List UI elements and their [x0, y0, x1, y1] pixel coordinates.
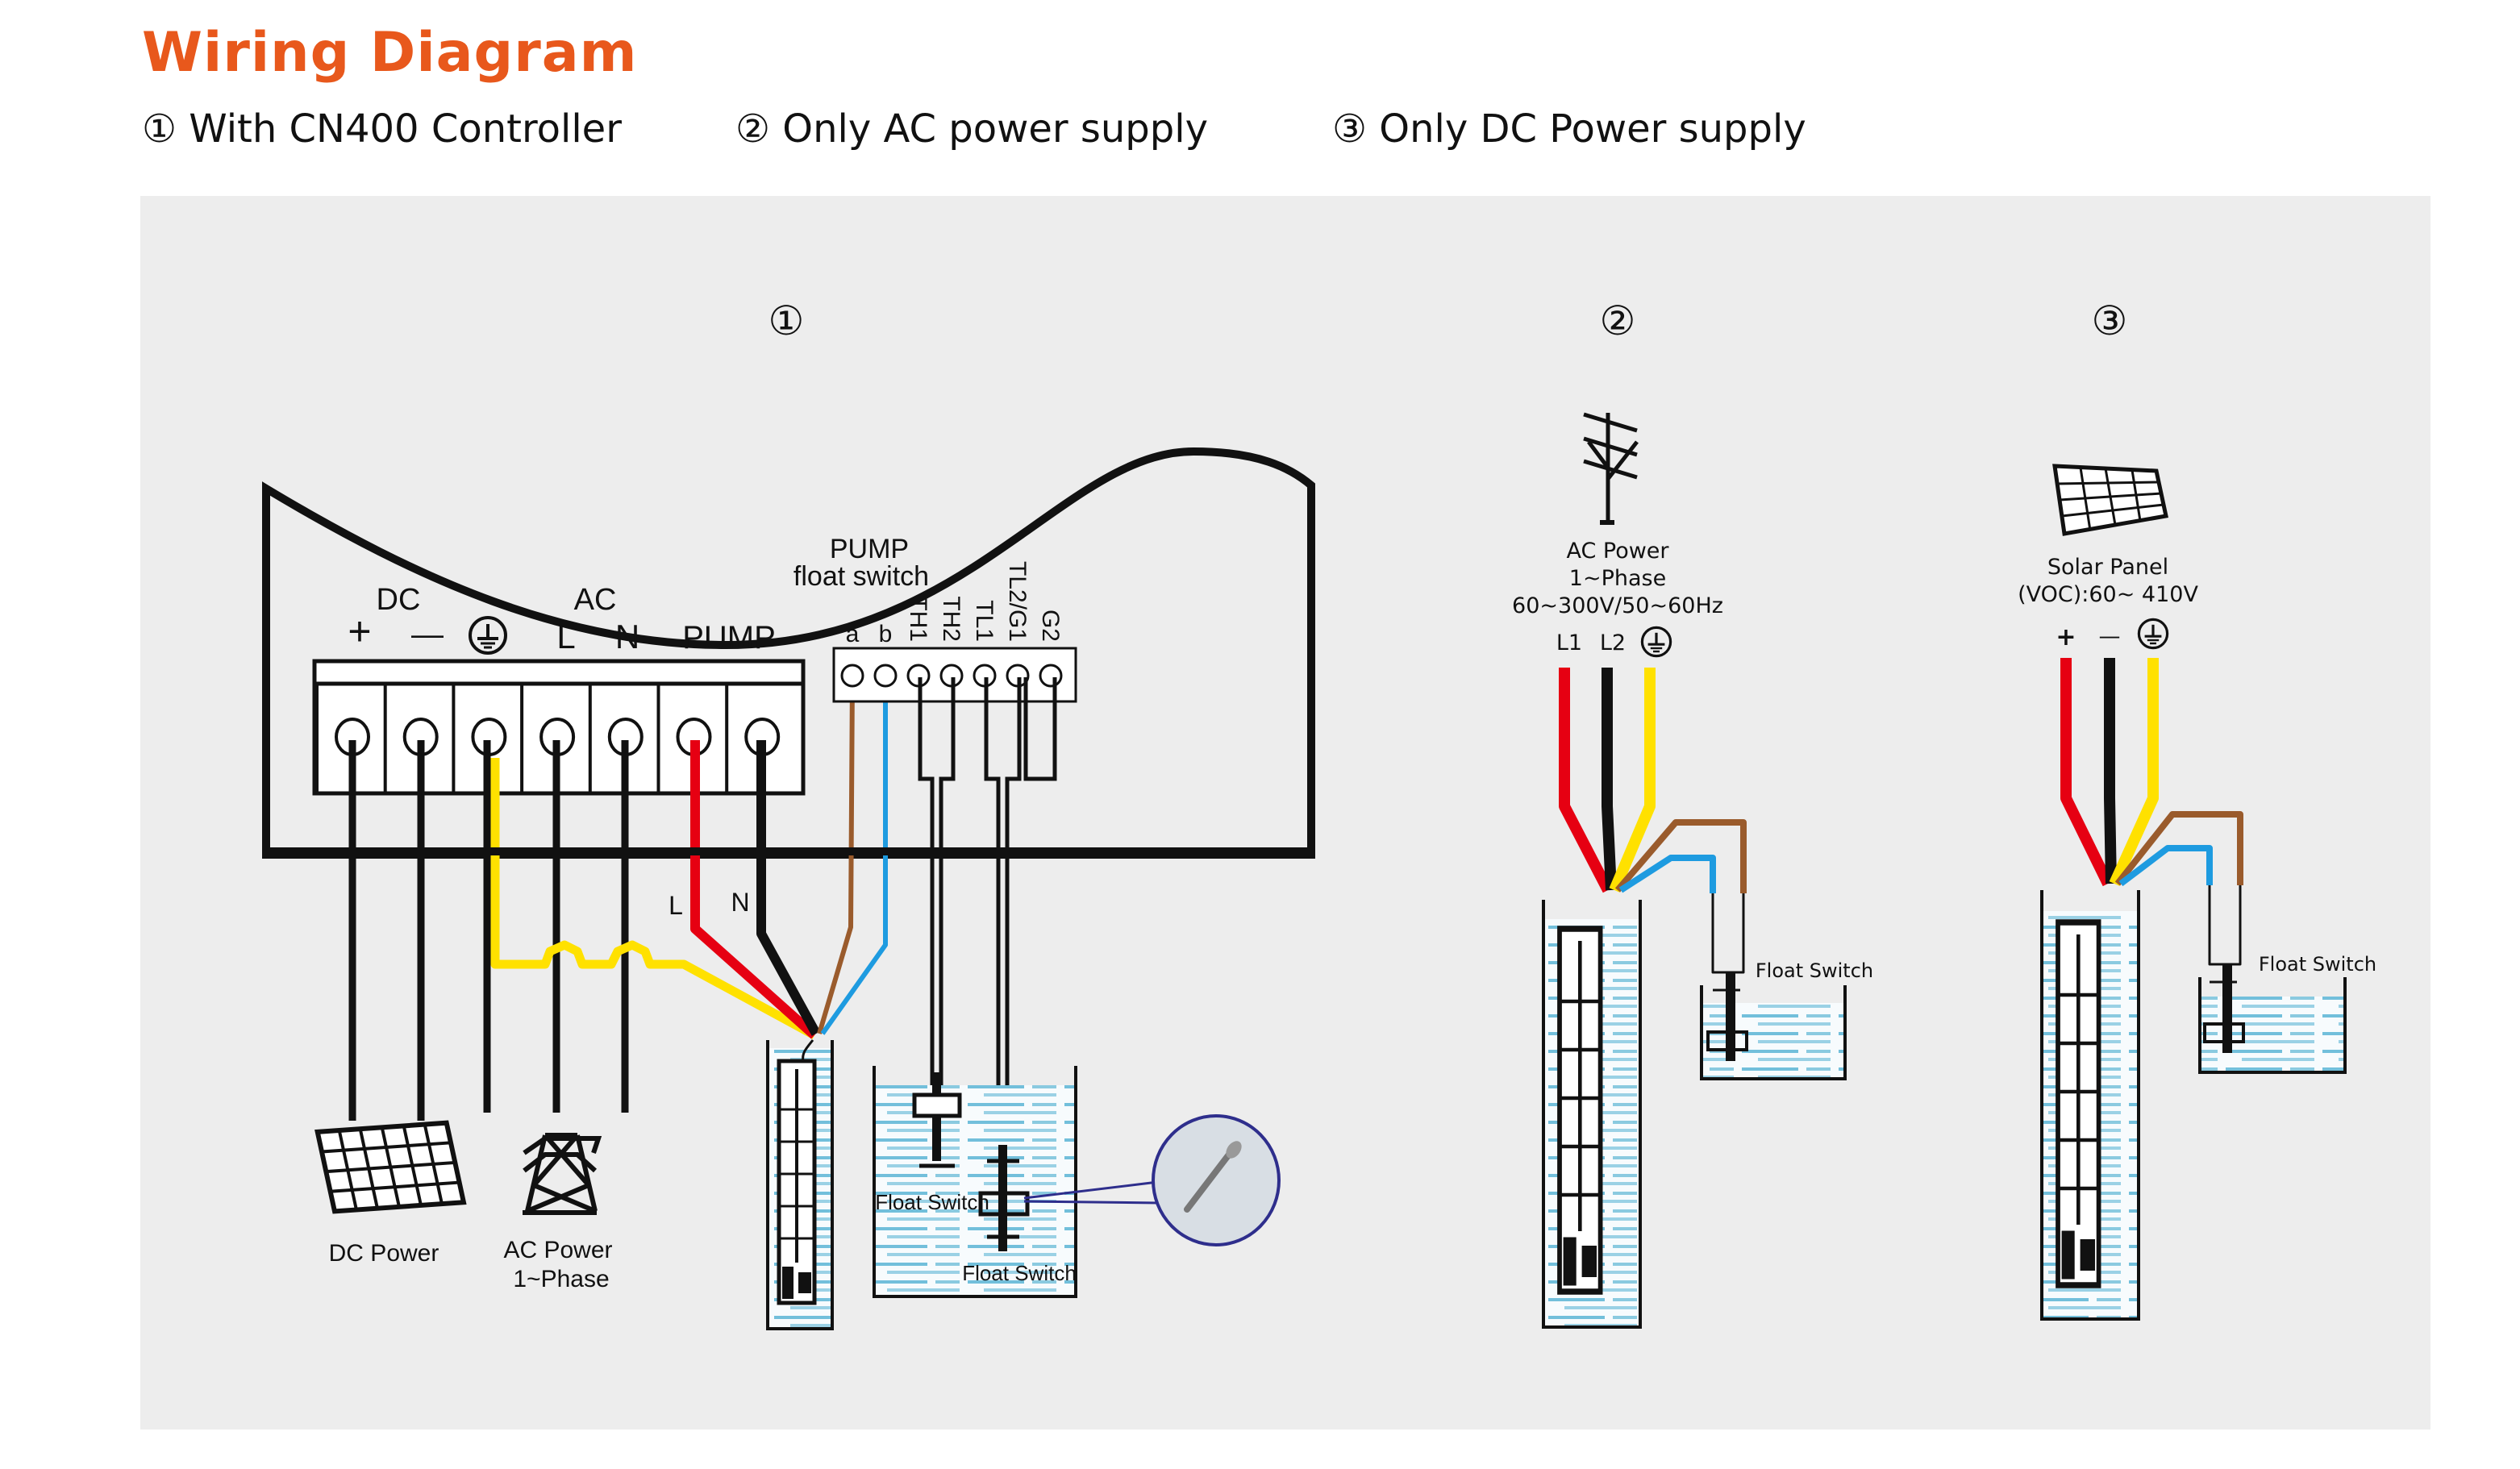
- solar-panel-icon-3: [2052, 464, 2168, 536]
- ac-power-label: AC Power: [503, 1237, 612, 1263]
- ac-label: AC: [574, 583, 617, 617]
- main-terminals: [315, 684, 781, 793]
- float-switch-upper-label: Float Switch: [875, 1190, 989, 1214]
- float-terminal-label: TL2/G1: [1004, 561, 1031, 642]
- utility-pole-icon: [1583, 412, 1639, 525]
- option-with-controller: ① With CN400 Controller: [142, 106, 622, 152]
- terminal-l2-label: L2: [1600, 630, 1626, 655]
- diagram-2-marker: ②: [1600, 298, 1636, 344]
- wire-yellow-ground-3: [2109, 658, 2159, 886]
- float-switch-lower-label: Float Switch: [962, 1261, 1077, 1285]
- wire-brown-2: [1614, 819, 1747, 893]
- terminal-plus-label: +: [2056, 623, 2076, 651]
- dc-plus-label: +: [348, 609, 371, 654]
- diagram-3-marker: ③: [2092, 298, 2128, 344]
- float-tank-1: [873, 1066, 1077, 1298]
- ac-phase: 1~Phase: [1569, 566, 1666, 591]
- float-switch-callout: [1023, 1114, 1281, 1246]
- diagram-1-marker: ①: [768, 298, 805, 344]
- wire-yellow-ground-2: [1609, 668, 1656, 893]
- ac-n-label: N: [615, 618, 639, 655]
- wire-th1: [918, 677, 935, 1097]
- option-ac-only: ② Only AC power supply: [735, 106, 1208, 152]
- power-tower-icon: [523, 1133, 602, 1215]
- ac-power-title: AC Power: [1566, 539, 1669, 564]
- well-1: [766, 1039, 834, 1330]
- wire-black-l2: [1602, 668, 1617, 891]
- option-dc-only: ③ Only DC Power supply: [1332, 106, 1806, 152]
- wire-red-plus: [2060, 658, 2114, 887]
- solar-panel-icon: [314, 1120, 467, 1214]
- float-terminal-label: G2: [1037, 610, 1064, 642]
- float-switch-label-2: Float Switch: [1756, 959, 1873, 982]
- float-terminal-label: TL1: [971, 600, 998, 642]
- page-title: Wiring Diagram: [142, 21, 638, 85]
- wire-black-minus: [2104, 658, 2117, 884]
- float-terminal-label: TH2: [938, 596, 964, 642]
- pump-icon: [779, 1061, 814, 1303]
- ac-voltage-range: 60~300V/50~60Hz: [1512, 593, 1723, 618]
- wire-brown-3: [2114, 811, 2243, 886]
- wire-l-label: L: [669, 891, 683, 920]
- wire-n-label: N: [731, 888, 749, 917]
- float-terminal-screw: [1039, 664, 1063, 688]
- ground-icon: [469, 616, 507, 655]
- terminal-minus-label: —: [2099, 624, 2121, 649]
- pump-icon-3: [2058, 922, 2099, 1285]
- float-terminal-label: b: [879, 621, 893, 647]
- diagram-3: ③ Solar Panel (VOC):60~ 410V + —: [2018, 298, 2376, 1321]
- wire-g2: [1023, 677, 1057, 781]
- wire-red-l: [690, 740, 818, 1039]
- wire-blue-b: [820, 677, 888, 1035]
- float-terminal-label: a: [846, 621, 860, 647]
- wire-brown-a: [817, 676, 855, 1034]
- terminal-l1-label: L1: [1556, 630, 1582, 655]
- ac-phase-label: 1~Phase: [513, 1266, 609, 1292]
- float-header-pump: PUMP: [830, 534, 909, 564]
- float-terminal-label: TH1: [905, 596, 931, 642]
- wire-th2: [939, 677, 956, 1097]
- float-terminal-screw: [840, 664, 864, 688]
- wire-blue-2: [1618, 855, 1716, 893]
- solar-voc-range: (VOC):60~ 410V: [2018, 582, 2198, 607]
- diagram-2: ② AC Power 1~Phase 60~300V/50~60Hz L1 L2: [1512, 298, 1873, 1329]
- float-tank-3: [2198, 964, 2347, 1074]
- ground-icon-2: [1640, 626, 1672, 658]
- diagram-1: ① DC AC + — L N PUMP: [262, 298, 1315, 1330]
- wire-black-n: [756, 740, 821, 1036]
- dc-power-label: DC Power: [329, 1240, 439, 1267]
- controller-housing: [262, 447, 1315, 859]
- float-terminal-screw: [873, 664, 898, 688]
- wire-tl1: [984, 677, 1001, 1161]
- ac-l-label: L: [556, 618, 575, 655]
- well-2: [1542, 900, 1642, 1329]
- dc-minus-label: —: [411, 617, 444, 652]
- float-switch-label-3: Float Switch: [2259, 953, 2376, 976]
- wire-red-l1: [1559, 668, 1614, 893]
- dc-label: DC: [377, 583, 421, 617]
- pump-icon-2: [1560, 929, 1601, 1292]
- float-header-float-switch: float switch: [793, 561, 929, 592]
- solar-panel-title: Solar Panel: [2047, 555, 2168, 580]
- wire-blue-3: [2118, 845, 2213, 887]
- wire-yellow-ground: [490, 758, 817, 1039]
- ground-icon-3: [2137, 618, 2169, 650]
- float-tank-2: [1700, 972, 1847, 1080]
- pump-label: PUMP: [682, 620, 776, 655]
- well-3: [2040, 890, 2140, 1321]
- wire-tl2-g1: [1005, 677, 1022, 1161]
- float-sensor-icon: [1184, 1145, 1237, 1213]
